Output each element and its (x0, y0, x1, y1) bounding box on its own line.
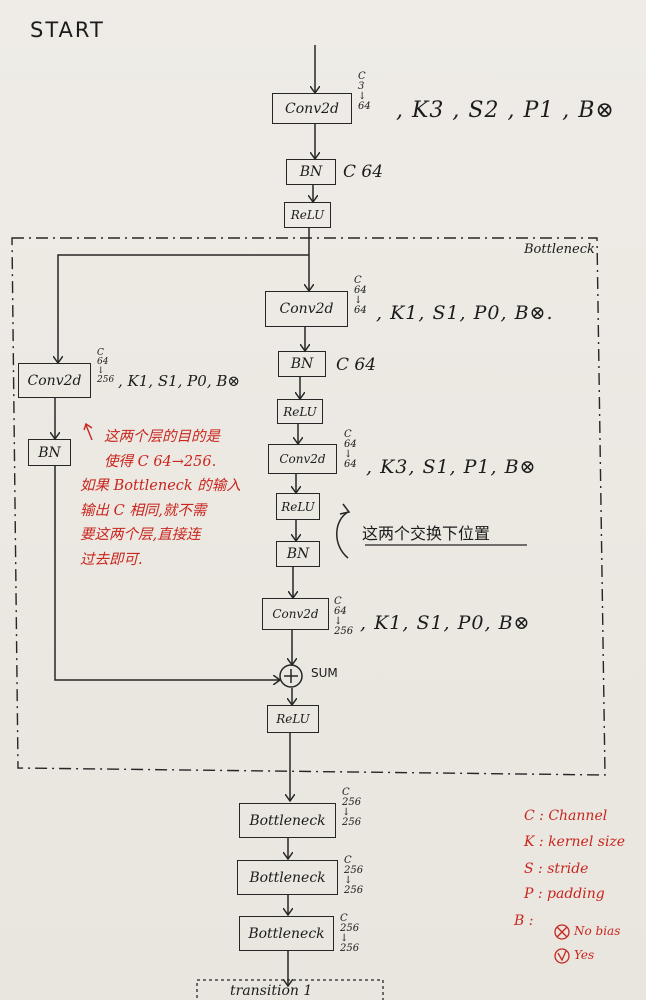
note-line-6: 过去即可. (80, 551, 143, 568)
legend-yes-symbol (554, 948, 570, 964)
channel-out: 256 (340, 943, 360, 954)
bneck-conv-b-box: Conv2d (268, 444, 337, 474)
stack-bottleneck-1: Bottleneck (239, 803, 336, 838)
shortcut-line-top (58, 254, 309, 362)
legend-channel: C : Channel (524, 808, 608, 824)
legend-stride: S : stride (524, 861, 589, 877)
swap-arrowhead (339, 503, 351, 515)
channel-out: 64 (358, 101, 371, 112)
swap-brace (336, 511, 349, 559)
channel-in: 64 (334, 606, 347, 617)
channel-in: 64 (97, 357, 109, 367)
shortcut-line-bottom (54, 466, 279, 680)
bneck-relu-out-box: ReLU (267, 705, 319, 733)
channel-out: 256 (97, 375, 115, 385)
note-arrow (85, 424, 93, 441)
shortcut-conv-params: , K1, S1, P0, B⊗ (118, 372, 240, 390)
stem-relu-box: ReLU (284, 202, 331, 228)
note-line-2: 使得 C 64→256. (104, 453, 217, 470)
note-line-1: 这两个层的目的是 (104, 429, 220, 445)
stack-bottleneck-2: Bottleneck (237, 860, 338, 895)
bneck-relu-a-box: ReLU (277, 399, 323, 424)
swap-note: 这两个交换下位置 (362, 524, 491, 543)
bneck-bn-a-box: BN (278, 351, 326, 377)
bneck-conv-c-params: , K1, S1, P0, B⊗ (360, 612, 531, 634)
shortcut-note: 这两个层的目的是 使得 C 64→256. 如果 Bottleneck 的输入 … (80, 425, 241, 572)
bneck-relu-b-box: ReLU (276, 493, 320, 520)
legend-no-bias: No bias (574, 924, 621, 938)
channel-c: C (334, 596, 342, 607)
legend-no-bias-symbol (554, 924, 570, 940)
channel-in: 64 (354, 285, 367, 296)
channel-in: 256 (342, 797, 362, 808)
channel-out: 256 (342, 817, 362, 828)
bneck-conv-b-params: , K3, S1, P1, B⊗ (366, 456, 537, 478)
legend-kernel: K : kernel size (524, 834, 626, 850)
stem-bn-note: C 64 (343, 162, 384, 182)
channel-in: 64 (344, 439, 357, 450)
bneck-conv-a-box: Conv2d (265, 291, 348, 327)
stack-bottleneck-3: Bottleneck (239, 916, 334, 951)
note-line-4: 输出 C 相同,就不需 (80, 502, 207, 519)
bneck-bn-b-box: BN (276, 541, 320, 567)
shortcut-conv2d-box: Conv2d (18, 363, 91, 398)
bottleneck-title: Bottleneck (524, 242, 595, 257)
channel-out: 256 (334, 626, 354, 637)
transition-label: transition 1 (230, 983, 313, 999)
channel-in: 256 (340, 923, 360, 934)
legend-yes: Yes (574, 948, 595, 962)
legend-padding: P : padding (524, 886, 605, 902)
channel-out: 256 (344, 885, 364, 896)
sum-label: SUM (311, 666, 338, 680)
channel-c: C (354, 275, 362, 286)
channel-c: C (358, 71, 366, 82)
stem-conv2d-box: Conv2d (272, 93, 352, 124)
legend-bias: B : (514, 913, 534, 929)
bottleneck-region (11, 237, 606, 776)
note-line-3: 如果 Bottleneck 的输入 (80, 478, 241, 494)
stem-bn-box: BN (286, 159, 336, 185)
stem-conv-params: , K3 , S2 , P1 , B⊗ (396, 98, 615, 123)
channel-in: 3 (358, 81, 365, 92)
transition-box (196, 979, 384, 1000)
sum-node (279, 664, 303, 688)
channel-out: 64 (344, 459, 357, 470)
channel-c: C (340, 913, 348, 924)
channel-c: C (97, 348, 104, 358)
bneck-bn-a-note: C 64 (336, 355, 377, 375)
channel-c: C (342, 787, 350, 798)
channel-in: 256 (344, 865, 364, 876)
bneck-conv-a-params: , K1, S1, P0, B⊗. (376, 302, 554, 324)
note-line-5: 要这两个层,直接连 (80, 527, 201, 543)
channel-c: C (344, 855, 352, 866)
shortcut-bn-box: BN (28, 439, 71, 466)
channel-c: C (344, 429, 352, 440)
channel-out: 64 (354, 305, 367, 316)
note-arrowhead (83, 422, 93, 431)
start-label: START (30, 18, 105, 42)
bneck-conv-c-box: Conv2d (262, 598, 329, 630)
